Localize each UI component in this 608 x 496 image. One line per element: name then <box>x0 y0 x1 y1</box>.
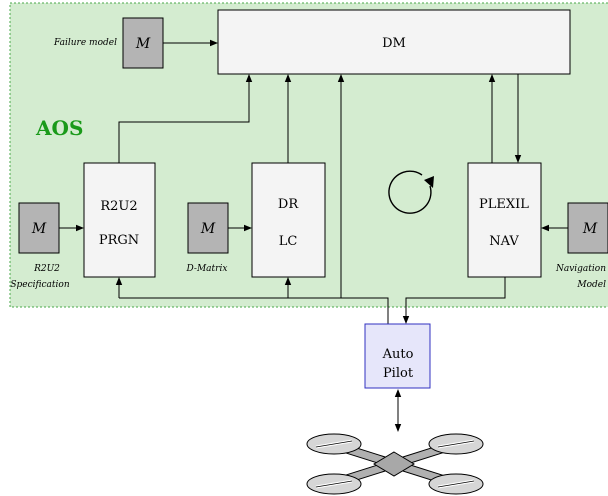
dmatrix-glyph: M <box>200 221 216 237</box>
aos-label: AOS <box>35 116 83 140</box>
failure-model-glyph: M <box>135 36 151 52</box>
r2u2-spec-label-1: R2U2 <box>33 264 60 274</box>
prgn-label: PRGN <box>99 233 139 248</box>
failure-model-label: Failure model <box>53 38 117 48</box>
quadcopter-icon <box>307 434 483 494</box>
dmatrix-label: D-Matrix <box>186 264 228 274</box>
plexil-label: PLEXIL <box>479 197 529 212</box>
navigation-model-glyph: M <box>582 221 598 237</box>
navigation-model-label-2: Model <box>576 280 606 290</box>
r2u2-spec-glyph: M <box>31 221 47 237</box>
r2u2-spec-label-2: Specification <box>10 280 69 290</box>
dr-lc-box <box>252 163 325 277</box>
nav-label: NAV <box>489 234 519 249</box>
navigation-model-label-1: Navigation <box>555 264 606 274</box>
dm-label: DM <box>382 36 406 51</box>
r2u2-label: R2U2 <box>100 199 137 214</box>
lc-label: LC <box>279 234 298 249</box>
dr-label: DR <box>278 197 299 212</box>
r2u2-box <box>84 163 155 277</box>
plexil-box <box>468 163 541 277</box>
autopilot-label-1: Auto <box>382 347 414 362</box>
autopilot-label-2: Pilot <box>383 366 414 381</box>
